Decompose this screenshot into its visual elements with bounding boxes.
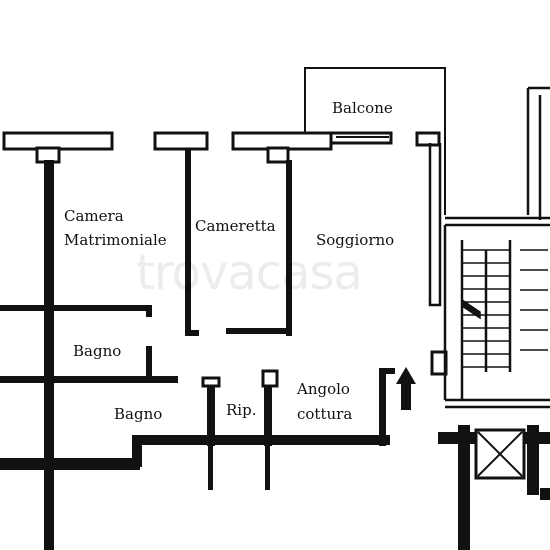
wall-rip-right-down: [265, 445, 270, 490]
wall-bottom-long: [132, 435, 390, 445]
wall-soggiorno-right: [428, 143, 442, 307]
wall-bath-top-end: [146, 305, 152, 317]
pillar-cap-left: [35, 146, 61, 164]
elevator-cross-icon: [438, 425, 550, 550]
top-beam-mid: [153, 131, 209, 151]
wall-left-main: [44, 160, 54, 550]
label-angolo-line2: cottura: [297, 405, 353, 423]
wall-rip-right: [264, 378, 272, 446]
wall-bath-divider-stub: [146, 346, 152, 378]
staircase-icon: [461, 249, 548, 372]
rip-cap-right: [261, 369, 279, 388]
walls: [0, 131, 441, 550]
label-balcone: Balcone: [332, 99, 393, 117]
wall-cottura-right: [379, 368, 386, 446]
wall-bath-middle: [0, 376, 178, 383]
watermark: trovacasa: [136, 245, 363, 301]
label-camera-line1: Camera: [64, 207, 124, 225]
pillar-cap-mid: [266, 146, 290, 164]
label-camera-line2: Matrimoniale: [64, 231, 167, 249]
label-soggiorno: Soggiorno: [316, 231, 395, 249]
wall-cameretta-bottom: [226, 328, 292, 334]
label-bagno-lower: Bagno: [114, 405, 163, 423]
wall-bottom-left: [0, 458, 140, 470]
balcony: [304, 67, 446, 215]
wall-bottom-step: [132, 435, 142, 467]
cottura-cap: [379, 368, 395, 374]
top-beam-far: [415, 131, 441, 147]
wall-camera-cameretta: [185, 148, 191, 336]
label-cameretta: Cameretta: [195, 217, 276, 235]
wall-rip-left-down: [208, 445, 213, 490]
wall-camera-bottom-stub: [185, 330, 199, 336]
right-building: [443, 86, 550, 409]
up-arrow-icon: [396, 367, 416, 410]
label-angolo-line1: Angolo: [297, 380, 350, 398]
wall-bath-top: [0, 305, 152, 311]
label-bagno-upper: Bagno: [73, 342, 122, 360]
wall-rip-left: [207, 380, 215, 446]
wall-cameretta-right: [286, 160, 292, 336]
rip-cap-left: [201, 376, 221, 388]
label-ripostiglio: Rip.: [226, 401, 257, 419]
